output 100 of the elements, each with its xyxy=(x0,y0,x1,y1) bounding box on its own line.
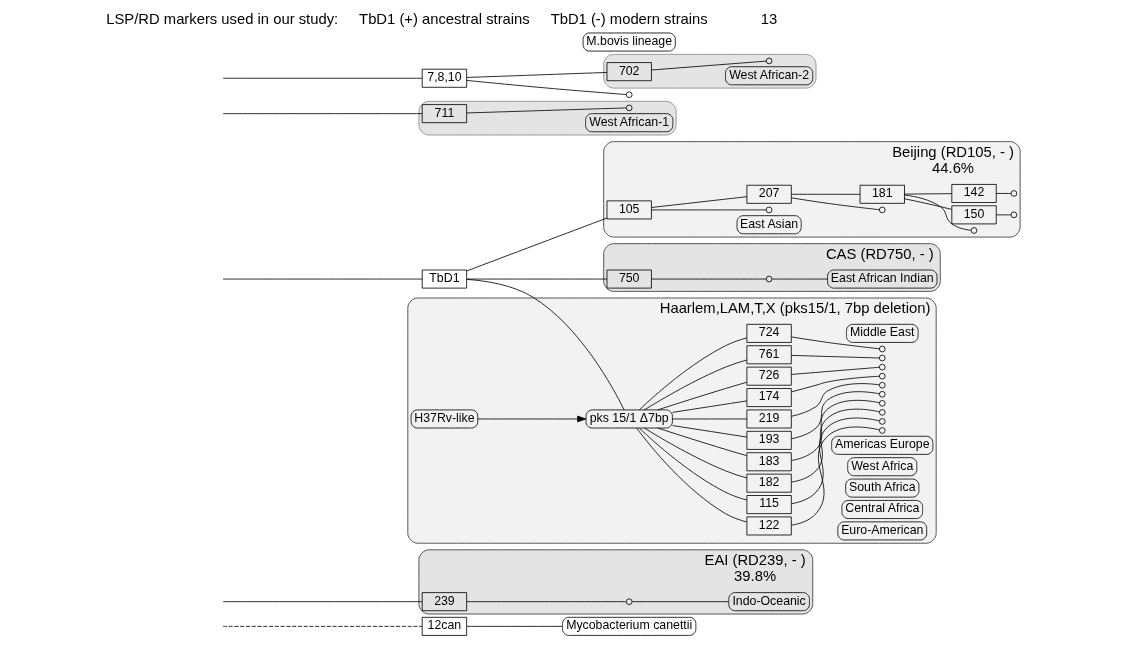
label: TbD1 (+) ancestral strains xyxy=(358,11,530,28)
node-box: 726 xyxy=(745,366,792,386)
node-circle xyxy=(1010,190,1017,197)
node-box: East Asian xyxy=(736,215,802,235)
node-box: 207 xyxy=(745,184,792,204)
node-circle xyxy=(765,275,772,283)
node-box: West African-2 xyxy=(724,66,813,86)
node-circle xyxy=(878,354,886,362)
node-circle xyxy=(625,104,632,112)
connector xyxy=(671,425,747,438)
connector xyxy=(790,375,880,393)
node-box: 724 xyxy=(745,323,792,343)
connector xyxy=(222,601,422,603)
connector xyxy=(903,193,952,195)
node-box: Middle East xyxy=(845,323,918,343)
connector xyxy=(790,197,880,211)
connector xyxy=(671,418,747,420)
connector xyxy=(771,278,828,280)
node-circle xyxy=(625,598,632,605)
node-label: 44.6% xyxy=(931,160,974,177)
connector xyxy=(466,107,626,114)
connector xyxy=(638,427,747,501)
connector xyxy=(465,80,627,95)
node-box: 193 xyxy=(745,430,792,450)
arrow xyxy=(476,415,586,423)
node-box: H37Rv-like xyxy=(410,409,478,429)
label: TbD1 (-) modern strains xyxy=(550,11,708,28)
connector xyxy=(466,279,624,411)
connector xyxy=(466,625,563,627)
connector xyxy=(643,359,747,411)
node-circle xyxy=(878,381,886,389)
node-circle xyxy=(878,427,886,434)
connector xyxy=(790,408,880,483)
node-box: East African Indian xyxy=(826,269,937,289)
node-box: Euro-American xyxy=(836,521,927,541)
node-circle xyxy=(878,400,886,407)
connector xyxy=(650,209,766,211)
connector xyxy=(995,193,1011,194)
node-box: 239 xyxy=(421,592,467,612)
connector xyxy=(790,355,880,359)
connector xyxy=(631,601,729,603)
node-circle xyxy=(765,206,772,214)
node-box: 219 xyxy=(745,409,792,429)
connector xyxy=(466,217,607,272)
connector xyxy=(790,383,880,417)
node-box: West African-1 xyxy=(584,113,673,133)
connector xyxy=(650,278,766,280)
connector xyxy=(222,113,422,115)
connector xyxy=(790,399,880,461)
node-circle xyxy=(878,345,886,353)
node-box: 7,8,10 xyxy=(421,68,467,88)
node-circle xyxy=(625,91,632,98)
connector xyxy=(638,337,747,411)
connector xyxy=(635,427,747,523)
connector xyxy=(466,72,607,78)
node-box: 115 xyxy=(745,495,792,515)
node-box: 711 xyxy=(421,104,467,124)
node-box: 142 xyxy=(950,184,997,203)
node-circle xyxy=(878,409,886,416)
node-box: 150 xyxy=(950,205,997,225)
node-circle xyxy=(1010,211,1017,219)
node-box: Indo-Oceanic xyxy=(727,592,810,612)
node-box: 750 xyxy=(606,269,652,289)
node-circle xyxy=(878,372,886,380)
node-box: 174 xyxy=(745,388,792,408)
node-box: M.bovis lineage xyxy=(582,32,676,52)
connector xyxy=(466,601,626,603)
connector xyxy=(903,198,952,210)
connector xyxy=(466,278,607,280)
connector xyxy=(222,625,422,627)
node-box: Americas Europe xyxy=(830,435,933,455)
connector xyxy=(790,366,880,375)
connector xyxy=(790,426,880,526)
connector xyxy=(643,427,747,479)
node-circle xyxy=(765,57,772,65)
node-box: Mycobacterium canettii xyxy=(561,616,696,636)
node-box: West Africa xyxy=(846,457,917,477)
node-box: 702 xyxy=(606,62,652,82)
connector xyxy=(671,400,747,413)
node-box: pks 15/1 Δ7bp xyxy=(585,409,673,429)
connector xyxy=(222,77,422,79)
connector xyxy=(790,417,880,505)
connector xyxy=(650,196,747,208)
node-box: 181 xyxy=(859,184,905,204)
node-box: Central Africa xyxy=(841,500,923,519)
node-box: 182 xyxy=(745,473,792,493)
node-circle xyxy=(878,418,886,425)
node-circle xyxy=(878,391,886,398)
node-circle xyxy=(878,363,886,371)
node-box: 12can xyxy=(421,616,467,636)
connector xyxy=(790,336,880,350)
node-box: 183 xyxy=(745,452,792,472)
label: LSP/RD markers used in our study: xyxy=(105,11,338,28)
node-box: TbD1 xyxy=(421,269,467,289)
label: 13 xyxy=(760,11,777,28)
connector xyxy=(656,427,747,457)
node-box: 105 xyxy=(606,200,652,220)
node-label: 39.8% xyxy=(733,568,776,585)
connector xyxy=(656,381,747,411)
node-box: South Africa xyxy=(844,478,919,498)
